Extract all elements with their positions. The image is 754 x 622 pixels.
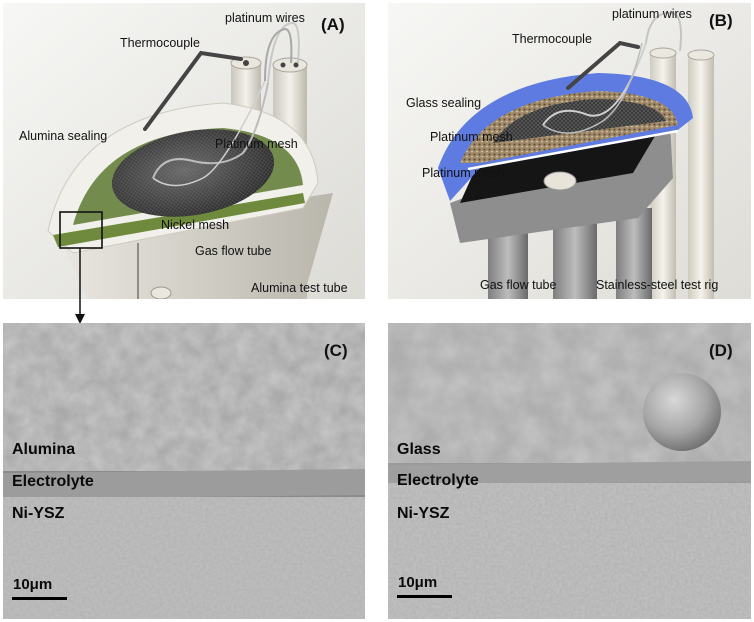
support-tube-right-b — [688, 55, 714, 299]
sem-image-c — [3, 323, 365, 619]
electrolyte-band — [3, 469, 365, 499]
scale-text-c: 10μm — [13, 576, 53, 593]
electrolyte-band-d — [388, 461, 751, 485]
sem-image-d — [388, 323, 751, 619]
label-platinum-mesh-bottom: Platinum mesh — [422, 166, 505, 180]
label-platinum-wires-b: platinum wires — [612, 7, 692, 21]
layer-label-electrolyte-c: Electrolyte — [12, 473, 94, 490]
panel-a-render — [3, 3, 365, 299]
label-thermocouple-b: Thermocouple — [512, 32, 592, 46]
panel-c: Alumina Electrolyte Ni-YSZ 10μm (C) — [3, 323, 365, 619]
platinum-mesh-bottom-b — [467, 129, 679, 171]
layer-label-ni-ysz-d: Ni-YSZ — [397, 505, 450, 522]
label-alumina-sealing: Alumina sealing — [19, 129, 108, 143]
scale-bar-d — [397, 595, 452, 598]
label-platinum-wires-a: platinum wires — [225, 11, 305, 25]
panel-letter-c: (C) — [324, 341, 348, 360]
layer-label-glass: Glass — [397, 441, 441, 458]
label-thermocouple-a: Thermocouple — [120, 36, 200, 50]
scale-bar-c — [12, 597, 67, 600]
panel-b: platinum wires Thermocouple Glass sealin… — [388, 3, 751, 299]
nickel-mesh-band — [53, 193, 305, 247]
panel-d: Glass Electrolyte Ni-YSZ 10μm (D) — [388, 323, 751, 619]
panel-b-render — [388, 3, 751, 299]
magnified-region-box — [59, 211, 103, 249]
layer-label-electrolyte-d: Electrolyte — [397, 472, 479, 489]
label-gas-flow-tube-b: Gas flow tube — [480, 278, 557, 292]
panel-letter-b: (B) — [709, 11, 733, 30]
layer-label-alumina: Alumina — [12, 441, 76, 458]
thermocouple-rod-b — [566, 40, 640, 90]
label-glass-sealing: Glass sealing — [406, 96, 482, 110]
label-platinum-mesh-a: Platinum mesh — [215, 137, 298, 151]
label-nickel-mesh: Nickel mesh — [161, 218, 230, 232]
glass-sphere — [643, 373, 721, 451]
thermocouple-rod-a — [143, 50, 243, 131]
panel-a: platinum wires Thermocouple Alumina seal… — [3, 3, 365, 299]
layer-label-ni-ysz-c: Ni-YSZ — [12, 505, 65, 522]
scale-text-d: 10μm — [398, 574, 438, 591]
panel-letter-a: (A) — [321, 15, 345, 34]
label-stainless-test-rig: Stainless-steel test rig — [596, 278, 719, 292]
label-gas-flow-tube-a: Gas flow tube — [195, 244, 272, 258]
label-platinum-mesh-top: Platinum mesh — [430, 130, 513, 144]
panel-letter-d: (D) — [709, 341, 733, 360]
label-alumina-test-tube: Alumina test tube — [251, 281, 348, 295]
